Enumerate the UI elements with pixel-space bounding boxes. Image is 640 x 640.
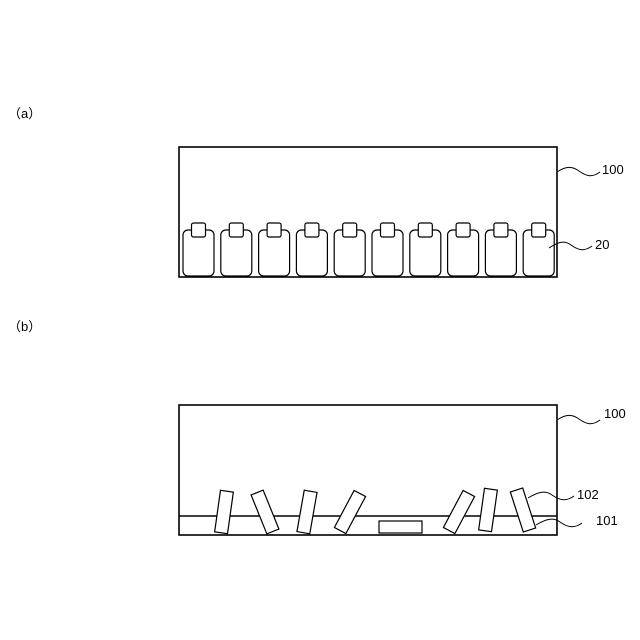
item-tab: [381, 223, 395, 237]
panel-a: （a） 100 20: [8, 106, 624, 277]
leader-100-b: [557, 415, 600, 423]
item-20: [259, 223, 290, 276]
item-20: [448, 223, 479, 276]
item-tab: [456, 223, 470, 237]
item-20: [221, 223, 252, 276]
ref-label-20: 20: [595, 237, 609, 252]
item-20: [410, 223, 441, 276]
flat-element: [379, 521, 422, 533]
item-row-20: [183, 223, 554, 276]
tilted-element-102: [251, 490, 279, 534]
leader-100-a: [557, 167, 600, 175]
tilted-element-102: [334, 490, 365, 533]
item-20: [485, 223, 516, 276]
panel-b: （b） 100 102 101: [8, 319, 626, 535]
item-20: [523, 223, 554, 276]
leader-102: [528, 492, 574, 500]
item-20: [296, 223, 327, 276]
item-tab: [494, 223, 508, 237]
item-20: [372, 223, 403, 276]
leader-20: [549, 242, 592, 250]
item-tab: [418, 223, 432, 237]
tilted-element-102: [479, 488, 498, 531]
item-tab: [267, 223, 281, 237]
ref-label-100-b: 100: [604, 406, 626, 421]
item-tab: [229, 223, 243, 237]
item-tab: [343, 223, 357, 237]
item-tab: [305, 223, 319, 237]
tilted-element-102: [297, 490, 317, 534]
ref-label-100-a: 100: [602, 162, 624, 177]
ref-label-102: 102: [577, 487, 599, 502]
tilted-elements-102: [215, 488, 536, 534]
item-tab: [532, 223, 546, 237]
ref-label-101: 101: [596, 513, 618, 528]
panel-a-label: （a）: [8, 106, 41, 121]
tilted-element-102: [443, 490, 474, 533]
item-20: [334, 223, 365, 276]
panel-b-label: （b）: [8, 319, 41, 334]
item-tab: [192, 223, 206, 237]
item-20: [183, 223, 214, 276]
leader-101: [536, 519, 582, 527]
tilted-element-102: [510, 488, 535, 532]
tilted-element-102: [215, 490, 234, 533]
